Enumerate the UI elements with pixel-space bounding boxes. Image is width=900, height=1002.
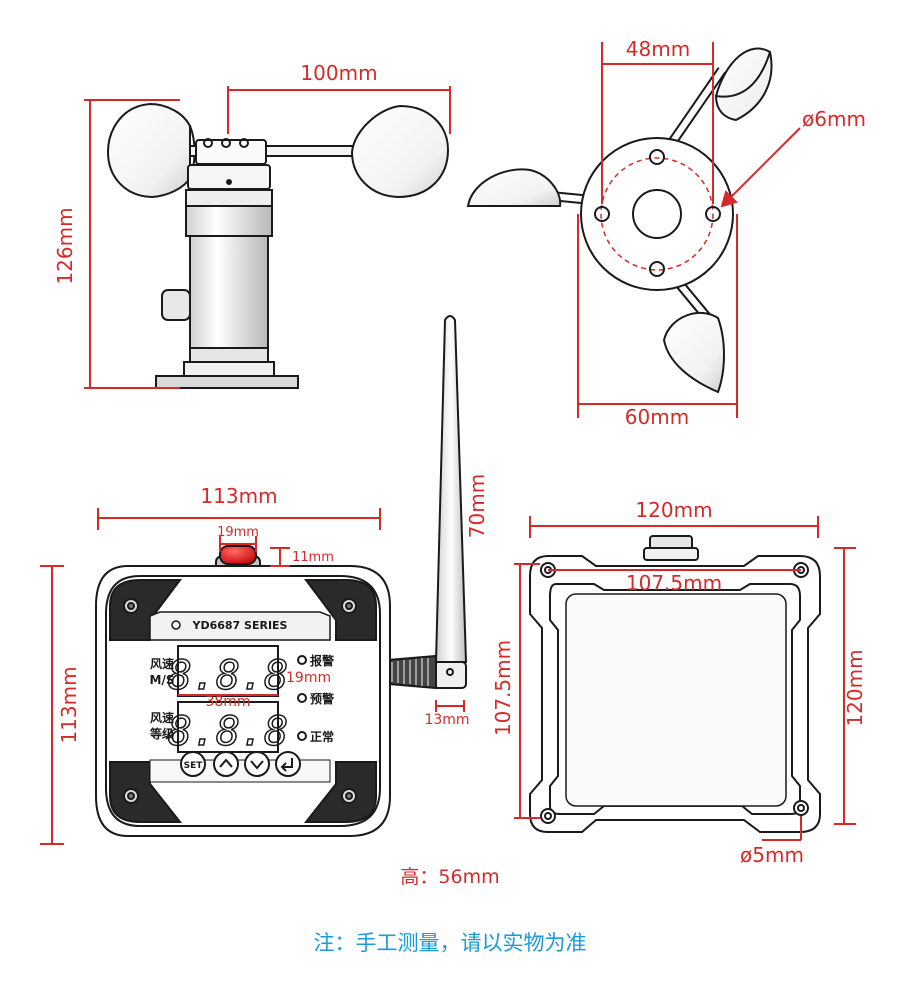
controller-front	[95, 545, 391, 837]
antenna-dimensions	[435, 700, 465, 712]
button-height-label: 11mm	[292, 550, 334, 565]
front-dimensions	[40, 508, 381, 845]
anemometer-top-view	[466, 47, 773, 394]
back-height-label: 120mm	[843, 649, 867, 726]
bolt-hole-right	[705, 206, 721, 222]
wind-level-digits: 8.8.8	[168, 709, 288, 755]
back-width-label: 120mm	[635, 498, 712, 522]
hole-spacing-h-label: 107.5mm	[626, 571, 722, 595]
wind-speed-display	[177, 645, 279, 697]
led-alarm-label: 报警	[310, 653, 334, 668]
row1-label-a: 风速	[150, 656, 174, 671]
right-cup	[350, 104, 450, 199]
top-cup-2	[466, 168, 562, 207]
red-top-button	[219, 545, 257, 565]
hole-spacing-v-label: 107.5mm	[491, 640, 515, 736]
sensor-pole	[185, 205, 273, 237]
side-connector	[161, 289, 191, 321]
led-alarm	[297, 655, 307, 665]
top-cup-3	[662, 312, 725, 394]
led-warning-label: 预警	[310, 691, 334, 706]
display-height-label: 19mm	[286, 670, 331, 686]
up-arrow-icon	[219, 758, 233, 768]
antenna-width-label: 13mm	[424, 712, 469, 728]
bolt-hole-bottom	[649, 261, 665, 277]
anemometer-side-view	[106, 102, 450, 389]
row2-label-b: 等级	[149, 726, 174, 741]
display-width-label: 38mm	[205, 694, 250, 710]
enter-icon	[280, 758, 293, 772]
back-dimensions	[514, 516, 856, 841]
bolt-hole-left	[594, 206, 610, 222]
set-button: SET	[184, 761, 204, 771]
top-cup-1	[714, 47, 773, 122]
top-view-dimensions	[577, 42, 801, 418]
side-width-label: 100mm	[300, 61, 377, 85]
led-normal-label: 正常	[310, 729, 334, 744]
bolt-spacing-label: 48mm	[626, 37, 690, 61]
center-hole	[632, 189, 682, 239]
mounting-base	[155, 375, 299, 389]
row1-label-b: M/S	[150, 673, 175, 687]
front-height-label: 113mm	[57, 666, 81, 743]
antenna	[387, 315, 468, 690]
side-height-label: 126mm	[53, 207, 77, 284]
row2-label-a: 风速	[150, 710, 174, 725]
base-width-label: 60mm	[625, 405, 689, 429]
down-arrow-icon	[250, 760, 264, 770]
bolt-hole-top	[649, 149, 665, 165]
height-note: 高：56mm	[400, 866, 500, 888]
base-disk	[580, 137, 734, 291]
mount-hole-label: ø5mm	[740, 843, 804, 867]
button-width-label: 19mm	[217, 525, 259, 540]
brand-text: YD6687 SERIES	[192, 619, 288, 632]
wind-level-display	[177, 701, 279, 753]
front-width-label: 113mm	[200, 484, 277, 508]
led-normal	[297, 731, 307, 741]
wind-speed-digits: 8.8.8	[168, 653, 288, 699]
antenna-length-label: 70mm	[465, 474, 489, 538]
hole-diameter-label: ø6mm	[802, 107, 866, 131]
controller-back	[529, 535, 821, 833]
led-warning	[297, 693, 307, 703]
left-cup	[106, 102, 191, 199]
side-view-dimensions	[84, 86, 451, 389]
measurement-disclaimer: 注：手工测量，请以实物为准	[313, 931, 587, 955]
